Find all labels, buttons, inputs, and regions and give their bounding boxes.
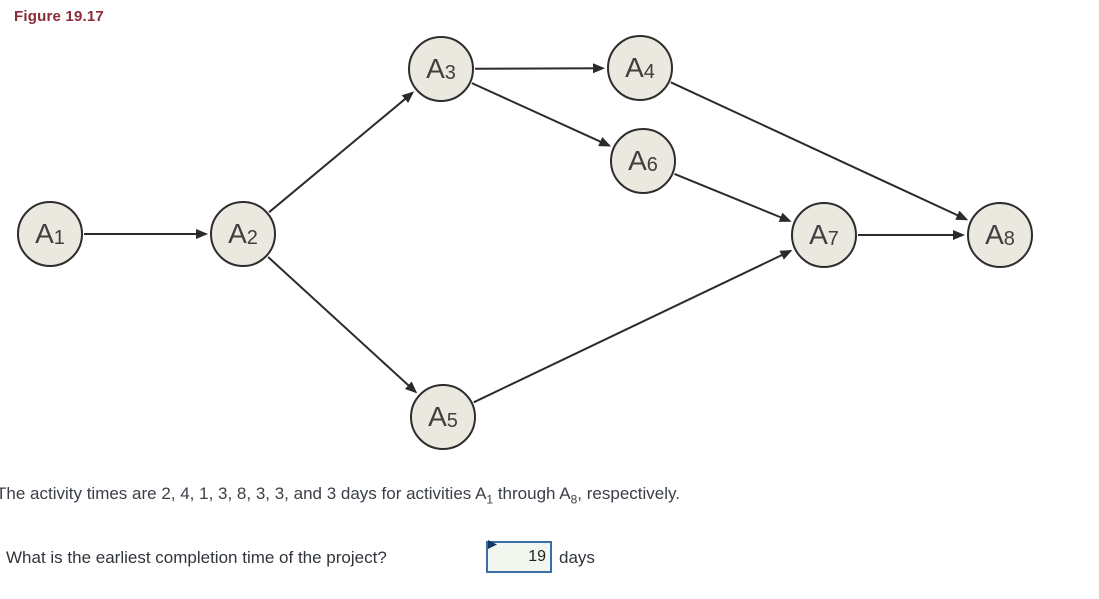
node-label: A [426, 53, 445, 84]
diagram-edges-layer [84, 63, 969, 404]
node-label: A [228, 218, 247, 249]
activity-subscript-1: 1 [486, 492, 494, 507]
activity-text-part1: The activity times are 2, 4, 1, 3, 8, 3,… [0, 484, 487, 503]
edge-A2-A5 [267, 256, 418, 394]
node-label: A [428, 401, 447, 432]
node-label: A [985, 219, 1004, 250]
activity-text-part2: through A [493, 484, 571, 503]
node-label: A [809, 219, 828, 250]
edge-A3-A4 [474, 63, 605, 74]
edge-A2-A3 [268, 91, 415, 213]
node-label: A [35, 218, 54, 249]
answer-input[interactable] [486, 541, 552, 573]
edge-A4-A8 [670, 81, 969, 221]
node-label: A [628, 145, 647, 176]
unit-label: days [559, 548, 595, 567]
edge-A6-A7 [674, 172, 792, 222]
activity-times-text: The activity times are 2, 4, 1, 3, 8, 3,… [0, 484, 680, 506]
activity-text-part3: , respectively. [577, 484, 680, 503]
question-text: What is the earliest completion time of … [6, 548, 387, 567]
answer-field-wrapper [486, 540, 552, 573]
activity-subscript-8: 8 [570, 492, 578, 507]
node-label: A [625, 52, 644, 83]
figure-label: Figure 19.17 [14, 8, 104, 25]
edge-A5-A7 [473, 249, 793, 404]
edge-A3-A6 [471, 82, 612, 147]
